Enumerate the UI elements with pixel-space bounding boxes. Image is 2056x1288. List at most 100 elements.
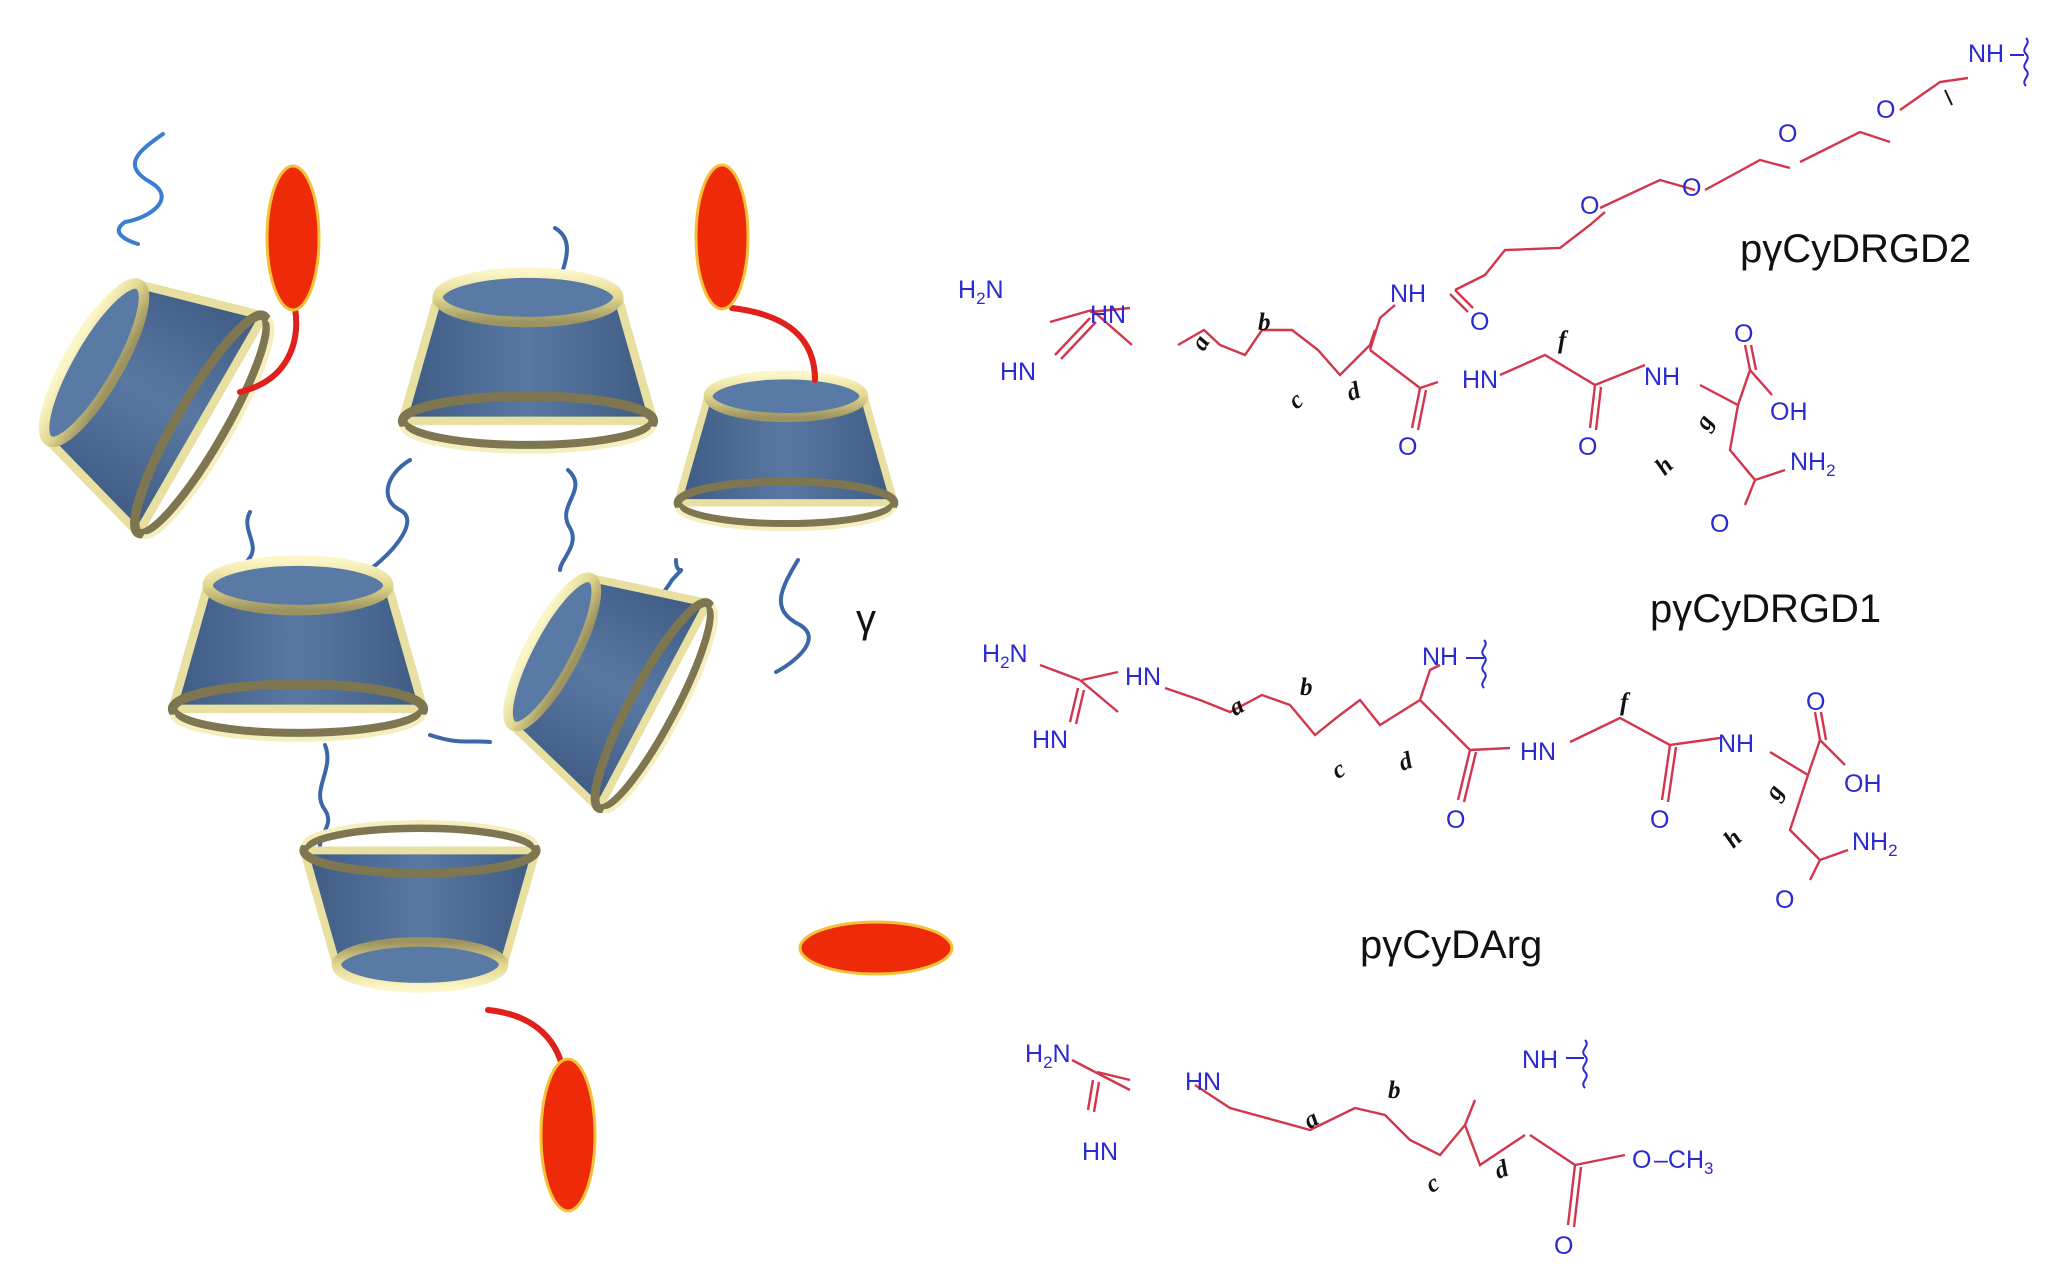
bond bbox=[1092, 1081, 1101, 1113]
polymer-chain-icon bbox=[774, 558, 811, 674]
bond bbox=[1819, 848, 1849, 862]
structure-rgd1: pγCyDRGD1 H2N HN HN NH HN NH O O O OH O … bbox=[982, 587, 1898, 914]
bond bbox=[1463, 1124, 1526, 1167]
bond bbox=[1194, 1083, 1477, 1157]
atom-ch3: –CH3 bbox=[1654, 1146, 1713, 1178]
atom-h2n: H2N bbox=[982, 640, 1028, 672]
wavy-attachment-bond-icon bbox=[1466, 639, 1487, 689]
atom-nh: NH bbox=[1968, 40, 2004, 68]
atom-o: O bbox=[1470, 308, 1489, 336]
cyclodextrin-cone-icon bbox=[403, 273, 654, 452]
atom-nh2: NH2 bbox=[1852, 828, 1898, 860]
bond bbox=[1749, 369, 1773, 396]
peg-linker-bond bbox=[1704, 158, 1791, 192]
position-label: b bbox=[1300, 674, 1313, 701]
position-label: a bbox=[1186, 331, 1216, 355]
compound-name: pγCyDRGD2 bbox=[1740, 227, 1971, 271]
bond bbox=[1566, 1164, 1577, 1226]
bond bbox=[1089, 306, 1131, 314]
atom-o: O bbox=[1650, 806, 1669, 834]
bond bbox=[1416, 389, 1428, 431]
atom-o: O bbox=[1398, 433, 1417, 461]
wavy-attachment-bond-icon bbox=[1566, 1039, 1588, 1089]
wavy-attachment-bond-icon bbox=[2010, 37, 2029, 87]
cyclodextrin-5 bbox=[477, 539, 732, 822]
atom-o: O bbox=[1580, 192, 1599, 220]
bond bbox=[1410, 387, 1422, 429]
position-label: c bbox=[1421, 1169, 1444, 1198]
bond bbox=[1813, 711, 1822, 741]
polymer-chain-icon bbox=[116, 132, 165, 246]
bond bbox=[1369, 349, 1439, 390]
bond bbox=[1666, 746, 1678, 803]
bond bbox=[1749, 344, 1758, 371]
atom-hn: HN bbox=[1032, 726, 1068, 754]
bond bbox=[1572, 1166, 1583, 1228]
position-label: d bbox=[1343, 377, 1364, 407]
position-label: h bbox=[1650, 452, 1679, 481]
bond bbox=[1418, 663, 1441, 701]
bond bbox=[1660, 744, 1672, 801]
atom-nh: NH bbox=[1390, 280, 1426, 308]
peg-linker-bond bbox=[1454, 211, 1606, 292]
bond bbox=[1071, 1058, 1096, 1074]
peg-linker-bond bbox=[1599, 178, 1696, 210]
atom-o: O bbox=[1778, 120, 1797, 148]
cyclodextrin-cone-icon bbox=[477, 539, 732, 822]
compound-name: pγCyDRGD1 bbox=[1650, 587, 1881, 631]
bond bbox=[1743, 344, 1752, 371]
atom-o: O bbox=[1632, 1146, 1651, 1174]
structure-rgd2: O O O O O NH NH pγCyDRGD2 bbox=[1390, 37, 2029, 336]
peg-linker-bond bbox=[1799, 130, 1891, 164]
bond bbox=[1819, 711, 1828, 741]
bond bbox=[1086, 1079, 1095, 1111]
atom-hn: HN bbox=[1125, 663, 1161, 691]
position-label: c bbox=[1327, 755, 1350, 784]
atom-nh: NH bbox=[1422, 643, 1458, 671]
atom-hn: HN bbox=[1000, 358, 1036, 386]
atom-o: O bbox=[1734, 320, 1753, 348]
bond bbox=[1594, 386, 1603, 431]
atom-hn: HN bbox=[1082, 1138, 1118, 1166]
bond-tick bbox=[1944, 89, 1953, 106]
bond bbox=[1079, 679, 1119, 713]
bond bbox=[1788, 774, 1822, 881]
ligand-group bbox=[237, 163, 954, 1213]
bond bbox=[1456, 749, 1472, 801]
atom-h2n: H2N bbox=[958, 276, 1004, 308]
cyclodextrin-cone-icon bbox=[304, 822, 536, 987]
bond bbox=[1419, 699, 1511, 752]
position-label: f bbox=[1620, 689, 1631, 716]
carbonyl-bond bbox=[1449, 293, 1469, 313]
atom-hn: HN bbox=[1090, 301, 1126, 329]
atom-o: O bbox=[1710, 510, 1729, 538]
bond bbox=[1529, 1134, 1626, 1167]
position-label: b bbox=[1388, 1077, 1401, 1104]
cyclodextrin-1 bbox=[10, 242, 290, 548]
atom-nh2: NH2 bbox=[1790, 448, 1836, 480]
bond bbox=[1094, 1070, 1131, 1092]
bond bbox=[1096, 1070, 1131, 1082]
position-label: f bbox=[1558, 327, 1569, 354]
position-label: c bbox=[1283, 387, 1309, 415]
polymer-chain-icon bbox=[428, 733, 492, 744]
bond bbox=[1039, 663, 1081, 682]
position-label: d bbox=[1395, 747, 1416, 777]
ligand-ellipse-icon bbox=[798, 920, 954, 976]
position-label: d bbox=[1491, 1155, 1512, 1185]
cyclodextrin-cone-icon bbox=[678, 375, 894, 529]
atom-hn: HN bbox=[1462, 366, 1498, 394]
position-label: h bbox=[1719, 824, 1748, 853]
bond bbox=[1728, 404, 1757, 506]
bond bbox=[1060, 321, 1097, 360]
cyclodextrin-4 bbox=[173, 561, 424, 740]
bond bbox=[1164, 686, 1421, 737]
peg-linker-bond bbox=[1899, 76, 1969, 111]
position-label: a bbox=[1225, 692, 1249, 722]
bond bbox=[1462, 751, 1478, 803]
backbone-rgd2: H2N HN HN HN NH O O O OH O NH2 a b c d f… bbox=[958, 276, 1836, 538]
polymer-schematic: γ bbox=[10, 132, 954, 1213]
atom-o: O bbox=[1578, 433, 1597, 461]
cyclodextrin-cone-icon bbox=[173, 561, 424, 740]
